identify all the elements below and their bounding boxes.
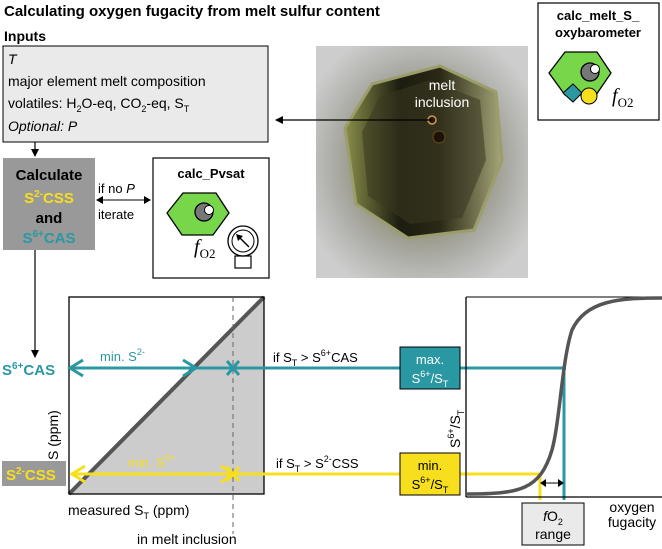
iterate-label: iterate — [98, 207, 134, 222]
min-s2-label: min. S2- — [100, 347, 145, 364]
min-ratio-line1: min. — [418, 458, 443, 473]
right-plot-xlabel-line2: fugacity — [608, 514, 656, 530]
input-optional-pressure: Optional: P — [8, 118, 78, 134]
lower-condition: if ST > S2-CSS — [276, 454, 359, 474]
calc-pvsat-title: calc_Pvsat — [177, 166, 245, 181]
s2-css-label: S2-CSS — [6, 466, 56, 484]
input-composition: major element melt composition — [8, 73, 206, 89]
melt-inclusion-photo — [316, 46, 528, 278]
oxybarometer-title-line2: oxybarometer — [555, 25, 641, 40]
right-plot-xlabel-line1: oxygen — [609, 499, 654, 515]
calculate-s6-cas: S6+CAS — [22, 229, 75, 247]
calculate-s2-css: S2-CSS — [24, 189, 74, 207]
max-ratio-line1: max. — [416, 352, 444, 367]
dashed-line-label: in melt inclusion — [137, 531, 237, 547]
inputs-heading: Inputs — [4, 28, 46, 44]
left-plot-ylabel: S (ppm) — [45, 410, 61, 460]
oxybarometer-title-line1: calc_melt_S_ — [557, 8, 640, 23]
diagram-title: Calculating oxygen fugacity from melt su… — [4, 3, 380, 20]
left-plot-xlabel: measured ST (ppm) — [68, 502, 189, 521]
photo-label-inclusion: inclusion — [415, 94, 469, 110]
left-plot — [69, 297, 264, 534]
input-temperature: T — [8, 51, 18, 67]
right-plot-ylabel: S6+/ST — [446, 409, 466, 448]
calculate-label: Calculate — [16, 167, 83, 184]
upper-condition: if ST > S6+CAS — [273, 348, 358, 368]
calculate-and: and — [36, 210, 63, 227]
s6-cas-label: S6+CAS — [2, 361, 55, 379]
photo-label-melt: melt — [429, 77, 456, 93]
iterate-condition: if no P — [98, 181, 135, 196]
fo2-range-word: range — [535, 526, 571, 542]
